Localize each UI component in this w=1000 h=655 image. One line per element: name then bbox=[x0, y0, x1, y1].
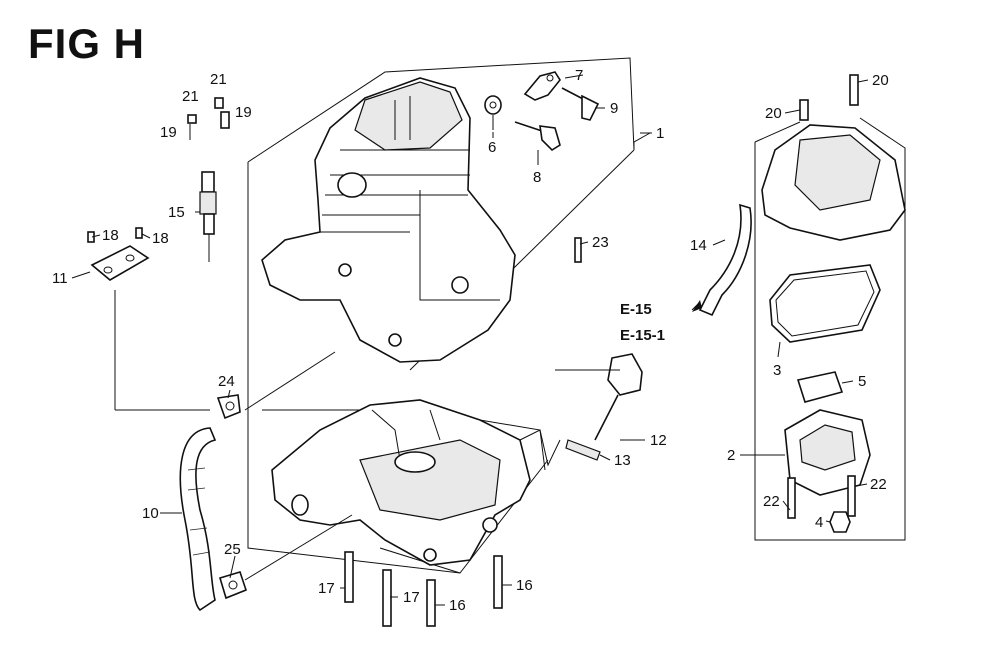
callout-10: 10 bbox=[142, 505, 159, 522]
callout-22-a: 22 bbox=[763, 493, 780, 510]
part-5 bbox=[796, 371, 844, 403]
callout-25: 25 bbox=[224, 541, 241, 558]
callout-21-b: 21 bbox=[210, 71, 227, 88]
clip-24 bbox=[216, 394, 241, 420]
callout-22-b: 22 bbox=[870, 476, 887, 493]
callout-2: 2 bbox=[727, 447, 735, 464]
callout-17-b: 17 bbox=[403, 589, 420, 606]
part-7 bbox=[523, 71, 561, 101]
lower-case bbox=[271, 399, 531, 566]
nut-4 bbox=[829, 511, 851, 533]
leader-lines bbox=[71, 74, 869, 606]
callout-1: 1 bbox=[656, 125, 664, 142]
fastener-19-21 bbox=[187, 97, 230, 140]
gasket-3 bbox=[769, 264, 881, 343]
breather-tube-14 bbox=[698, 203, 752, 317]
bolts-16-17 bbox=[344, 551, 503, 627]
callout-19-a: 19 bbox=[160, 124, 177, 141]
callout-14: 14 bbox=[690, 237, 707, 254]
callout-7: 7 bbox=[575, 67, 583, 84]
callout-19-b: 19 bbox=[235, 104, 252, 121]
callout-5: 5 bbox=[858, 373, 866, 390]
callout-13: 13 bbox=[614, 452, 631, 469]
figure-title: FIG H bbox=[28, 20, 145, 67]
engine-block bbox=[261, 77, 516, 363]
callout-numbers: 1 2 3 4 5 6 7 8 9 10 11 12 13 14 15 16 1… bbox=[52, 67, 889, 614]
reference-e15-1: E-15-1 bbox=[620, 327, 665, 344]
hose-10 bbox=[179, 427, 217, 612]
part-8 bbox=[514, 121, 561, 152]
spark-plug bbox=[199, 171, 217, 262]
clip-25 bbox=[219, 571, 247, 600]
callout-12: 12 bbox=[650, 432, 667, 449]
callout-20-b: 20 bbox=[872, 72, 889, 89]
callout-18-b: 18 bbox=[152, 230, 169, 247]
breather-case-2 bbox=[784, 409, 871, 519]
callout-9: 9 bbox=[610, 100, 618, 117]
reference-e15: E-15 bbox=[620, 301, 652, 318]
callout-15: 15 bbox=[168, 204, 185, 221]
callout-17-a: 17 bbox=[318, 580, 335, 597]
callout-21-a: 21 bbox=[182, 88, 199, 105]
callout-4: 4 bbox=[815, 514, 823, 531]
reference-labels: E-15 E-15-1 bbox=[620, 300, 702, 344]
head-cover bbox=[761, 74, 906, 241]
part-9 bbox=[561, 87, 600, 121]
callout-3: 3 bbox=[773, 362, 781, 379]
callout-8: 8 bbox=[533, 169, 541, 186]
reference-arrow bbox=[692, 300, 702, 312]
oil-sensor bbox=[565, 353, 643, 461]
stud-23 bbox=[574, 237, 582, 263]
callout-11: 11 bbox=[52, 270, 68, 287]
callout-18-a: 18 bbox=[102, 227, 119, 244]
callout-20-a: 20 bbox=[765, 105, 782, 122]
callout-16-a: 16 bbox=[449, 597, 466, 614]
part-6 bbox=[484, 95, 502, 130]
callout-23: 23 bbox=[592, 234, 609, 251]
callout-16-b: 16 bbox=[516, 577, 533, 594]
callout-6: 6 bbox=[488, 139, 496, 156]
callout-24: 24 bbox=[218, 373, 235, 390]
cover-group-outline bbox=[754, 117, 906, 541]
